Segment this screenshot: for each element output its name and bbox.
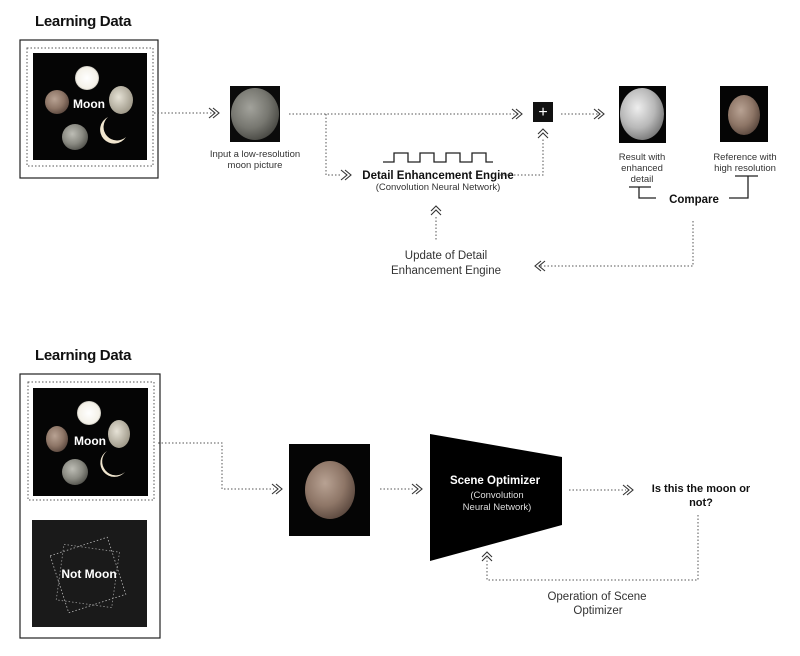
moon-collage-image-2: Moon — [33, 388, 148, 496]
result-caption-2: enhanced — [621, 163, 663, 174]
scene-optimizer-block — [430, 434, 562, 561]
arrow-icon — [622, 484, 634, 496]
moon-input-image — [289, 444, 370, 536]
question-line-2: not? — [689, 497, 713, 509]
enhanced-moon-image — [619, 86, 666, 143]
compare-label: Compare — [669, 194, 719, 206]
arrow-up-icon — [537, 128, 549, 139]
arrow-icon — [411, 483, 423, 495]
learning-data-dotted-frame — [26, 47, 154, 167]
engine-subtitle: (Convolution Neural Network) — [376, 182, 501, 193]
not-moon-image: Not Moon — [32, 520, 147, 627]
reference-moon-image — [720, 86, 768, 142]
low-res-moon-image — [230, 86, 280, 142]
optimizer-subtitle-1: (Convolution — [470, 490, 523, 501]
arrow-up-icon — [430, 205, 442, 216]
arrow-icon — [593, 108, 605, 120]
arrow-left-icon — [534, 260, 546, 272]
optimizer-title: Scene Optimizer — [450, 475, 541, 487]
reference-caption-1: Reference with — [713, 152, 776, 163]
moon-label: Moon — [73, 97, 105, 111]
operation-caption-1: Operation of Scene — [547, 591, 646, 603]
moon-collage-image: Moon — [33, 53, 147, 160]
compare-bracket-right — [729, 175, 758, 199]
arrow-icon — [340, 169, 352, 181]
moon-dotted-frame — [27, 381, 155, 501]
arrow-icon — [511, 108, 523, 120]
update-caption-1: Update of Detail — [405, 250, 487, 262]
learning-data-box — [19, 39, 159, 179]
arrow-up-icon — [481, 551, 493, 562]
learning-data-title-2: Learning Data — [35, 347, 132, 364]
compare-bracket-left — [629, 186, 656, 199]
engine-title: Detail Enhancement Engine — [362, 170, 513, 182]
result-caption-3: detail — [631, 174, 654, 185]
input-caption-2: moon picture — [228, 160, 283, 171]
question-line-1: Is this the moon or — [652, 483, 751, 495]
plus-icon: + — [538, 104, 547, 121]
learning-data-box-2 — [19, 373, 161, 639]
optimizer-subtitle-2: Neural Network) — [463, 502, 532, 513]
plus-box — [533, 102, 553, 122]
result-caption-1: Result with — [619, 152, 665, 163]
not-moon-label: Not Moon — [61, 567, 116, 581]
operation-caption-2: Optimizer — [573, 605, 622, 617]
arrow-icon — [271, 483, 283, 495]
learning-data-title: Learning Data — [35, 13, 132, 30]
moon-label-2: Moon — [74, 434, 106, 448]
reference-caption-2: high resolution — [714, 163, 776, 174]
input-caption-1: Input a low-resolution — [210, 149, 300, 160]
update-caption-2: Enhancement Engine — [391, 265, 501, 277]
arrow-icon — [208, 107, 220, 119]
square-wave-icon — [383, 152, 493, 163]
